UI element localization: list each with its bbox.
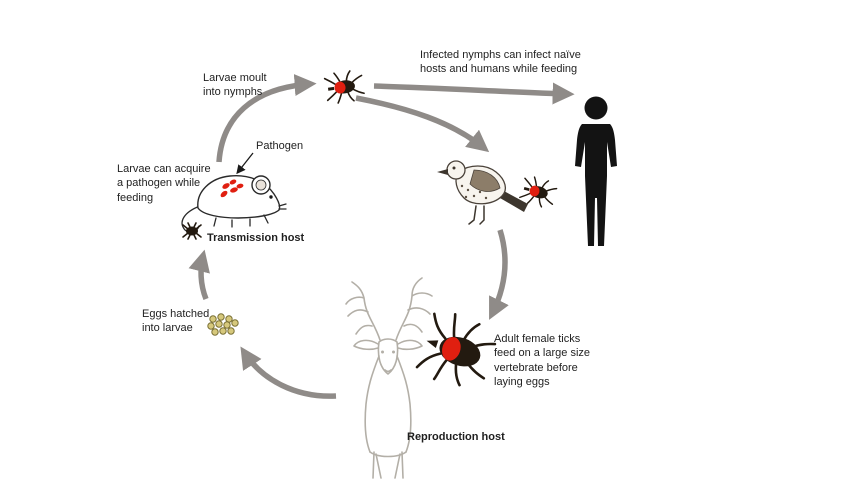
label-larvae-moult: Larvae moult into nymphs	[203, 72, 267, 99]
arrow-nymph-to-human	[373, 82, 575, 105]
label-pathogen: Pathogen	[256, 140, 304, 152]
pathogen-arrow	[236, 152, 254, 175]
bird-speckles	[460, 184, 488, 200]
eggs-cluster	[207, 313, 239, 336]
arrow-mouse-to-nymph	[216, 74, 317, 163]
label-larvae-acquire: Larvae can acquire a pathogen while feed…	[117, 163, 211, 204]
label-eggs-hatched: Eggs hatched into larvae	[142, 308, 210, 335]
arrow-deer-to-eggs	[240, 346, 337, 399]
label-transmission-host: Transmission host	[207, 232, 305, 244]
arrow-eggs-to-mouse	[188, 249, 210, 301]
larva-tick-icon	[182, 222, 202, 240]
bird-illustration	[437, 160, 528, 225]
arrow-bird-to-adult-tick	[489, 229, 509, 320]
label-adult-ticks: Adult female ticks feed on a large size …	[494, 333, 591, 388]
adult-tick-icon	[415, 312, 497, 387]
arrow-nymph-to-bird	[355, 95, 490, 153]
label-reproduction-host: Reproduction host	[407, 431, 505, 443]
label-infected-nymphs: Infected nymphs can infect naïve hosts a…	[420, 49, 581, 76]
bird-tick-icon	[519, 176, 558, 208]
human-silhouette	[575, 96, 617, 246]
deer-illustration	[345, 277, 433, 479]
mouse-illustration	[181, 175, 287, 233]
nymph-tick-icon	[323, 70, 365, 104]
larvae-on-mouse	[220, 179, 244, 198]
